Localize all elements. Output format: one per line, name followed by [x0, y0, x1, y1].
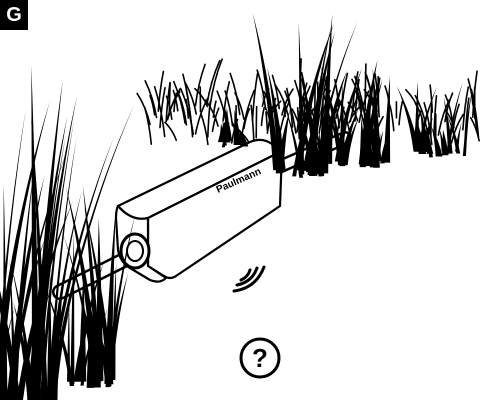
grass-blade	[431, 101, 432, 134]
grass-blade	[261, 108, 264, 126]
grass-blade	[201, 114, 208, 145]
wireless-signal-icon	[234, 267, 264, 291]
grass-blade	[169, 83, 170, 115]
question-mark-icon: ?	[241, 339, 279, 377]
grass-blade	[70, 232, 74, 384]
grass-blade	[399, 102, 402, 125]
grass-blade	[432, 127, 443, 157]
grass-blade	[239, 129, 248, 147]
grass-blade	[165, 122, 176, 140]
grass-blade	[145, 107, 152, 144]
help-symbol: ?	[252, 343, 268, 373]
sensor-device: Paulmann	[116, 140, 282, 282]
grass-blade	[207, 61, 220, 105]
grass-blade	[365, 64, 366, 111]
grass-blade	[266, 112, 267, 130]
step-badge: G	[0, 0, 28, 30]
grass-blade	[208, 102, 210, 137]
grass-blade	[390, 106, 394, 130]
